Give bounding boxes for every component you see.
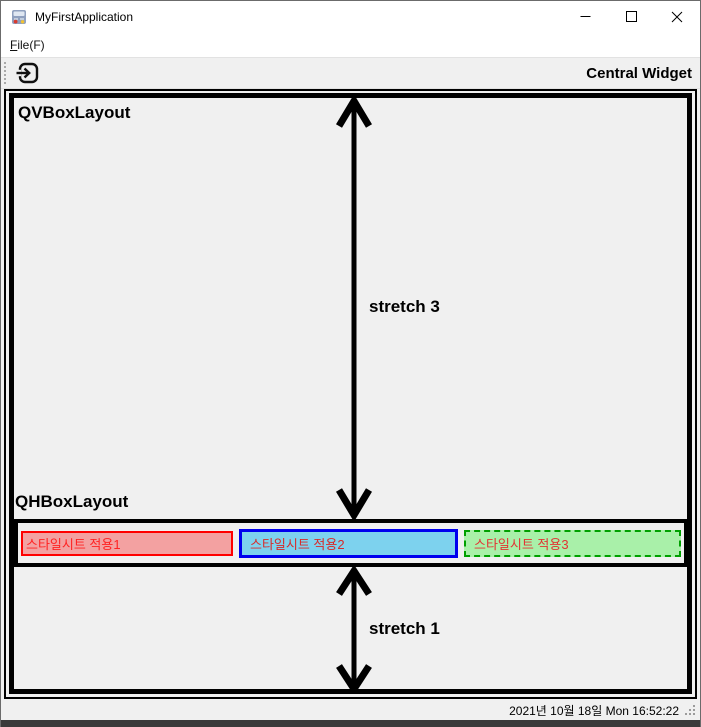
stylesheet-button-3[interactable]: 스타일시트 적용3 bbox=[464, 529, 681, 557]
vbox-layout-frame bbox=[9, 93, 692, 694]
menu-item-file[interactable]: File(F) bbox=[10, 37, 45, 52]
stretch-3-arrow-icon bbox=[335, 96, 373, 520]
central-widget-frame bbox=[4, 89, 697, 699]
toolbar-drag-handle[interactable] bbox=[4, 62, 8, 84]
central-widget-label: Central Widget bbox=[586, 64, 692, 82]
taskbar-strip bbox=[1, 720, 700, 727]
resize-grip-icon[interactable] bbox=[684, 704, 697, 717]
stretch-1-arrow-icon bbox=[336, 566, 372, 694]
window-title: MyFirstApplication bbox=[35, 9, 134, 24]
app-icon bbox=[12, 9, 26, 24]
close-icon bbox=[671, 11, 683, 22]
stylesheet-button-2[interactable]: 스타일시트 적용2 bbox=[239, 528, 458, 558]
status-datetime: 2021년 10월 18일 Mon 16:52:22 bbox=[509, 704, 679, 718]
maximize-button[interactable] bbox=[608, 1, 654, 32]
minimize-button[interactable] bbox=[562, 1, 608, 32]
vbox-layout-label: QVBoxLayout bbox=[18, 103, 131, 122]
close-button[interactable] bbox=[654, 1, 700, 32]
hbox-layout-label: QHBoxLayout bbox=[15, 492, 129, 511]
status-bar: 2021년 10월 18일 Mon 16:52:22 bbox=[1, 701, 700, 720]
menu-bar: File(F) bbox=[1, 32, 700, 57]
exit-icon bbox=[16, 62, 39, 84]
stretch-1-label: stretch 1 bbox=[369, 619, 440, 638]
exit-action-button[interactable] bbox=[14, 59, 42, 87]
toolbar: Central Widget bbox=[1, 57, 700, 89]
stretch-3-label: stretch 3 bbox=[369, 297, 440, 316]
title-bar: MyFirstApplication bbox=[1, 1, 700, 32]
hbox-layout-frame: 스타일시트 적용1 스타일시트 적용2 스타일시트 적용3 bbox=[14, 519, 688, 567]
stylesheet-button-1[interactable]: 스타일시트 적용1 bbox=[21, 530, 233, 556]
maximize-icon bbox=[625, 11, 637, 22]
minimize-icon bbox=[580, 16, 590, 17]
central-widget: QVBoxLayout stretch 3 QHBoxLayout 스타일시트 … bbox=[1, 89, 700, 701]
